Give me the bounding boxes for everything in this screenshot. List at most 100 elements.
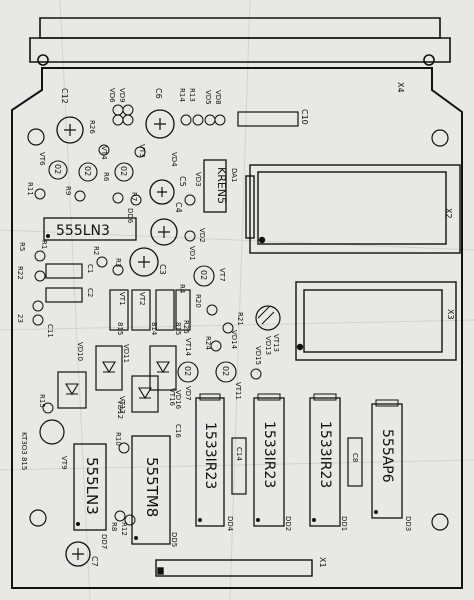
chip-dd4-notch [199,393,221,401]
label-vd8: VD8 [214,90,222,105]
label-r13: R13 [188,88,196,102]
label-vd1: VD1 [188,246,196,261]
label-vt14: VT14 [184,338,192,357]
chip-dd5-part: 555TM8 [143,457,161,517]
label-c6: C6 [154,88,163,99]
label-r23: 23 [16,314,24,323]
label-c10: C10 [300,109,309,125]
electrolytic-capacitors [56,109,178,567]
mark-815b: 815 [174,322,182,335]
diode-triangles [65,361,170,400]
chip-dd2-part: 1533IR23 [261,421,277,488]
chip-dd3-body [371,403,403,519]
chip-dd1-body [309,397,341,527]
label-vt3: VT3 [138,144,146,158]
chip-dd3-notch [375,399,399,407]
chip-dd4-body [195,397,225,527]
label-c2: C2 [86,288,94,297]
mark-kt: KT3O3 815 [20,432,28,470]
label-r15: R15 [38,394,46,408]
capacitor-c10-body [237,111,299,127]
label-r2: R2 [92,246,100,255]
label-r4: R4 [178,284,186,294]
transistor-bodies [109,289,191,331]
label-r11: R11 [26,182,34,196]
chip-dd2-body [253,397,285,527]
chip-dd2-ref: DD2 [284,516,292,531]
chip-dd5-ref: DD5 [170,532,178,547]
chip-dd5-body [131,435,171,545]
transistor-markings: 02 02 02 02 02 02 [53,164,230,376]
connector-x2 [245,164,461,254]
label-x1: X1 [318,557,327,568]
part-markings: 814 815 815 KT3O3 815 [20,322,182,470]
transistor-vt13 [255,305,281,331]
chip-dd3-ref: DD3 [404,516,412,531]
label-r3: R3 [114,258,122,267]
chip-dd2-notch [257,393,281,401]
label-vt11: VT11 [234,382,242,400]
capacitor-c8-body [347,437,363,487]
chip-dd7-part: 555LN3 [83,457,101,515]
label-c4: C4 [174,202,183,213]
label-c3: C3 [158,264,167,275]
chip-dd7-body [73,443,107,531]
label-vd3: VD3 [194,172,202,187]
capacitor-c1-body [45,263,83,279]
label-c8: C8 [351,453,359,462]
mark-815: 815 [116,322,124,335]
pin1-markers [76,510,378,540]
label-vt13: VT13 [272,334,280,352]
label-x4: X4 [396,82,405,93]
chip-dd4-ref: DD4 [226,516,234,532]
connector-x1 [155,559,313,577]
capacitor-c14-body [231,437,247,495]
mark-02-a: 02 [53,164,62,174]
label-r10: R10 [114,432,122,446]
plus-signs [64,118,170,560]
mark-02-b: 02 [83,166,92,176]
chip-dd6-ref: DD6 [126,208,134,224]
label-c7: C7 [90,556,99,567]
label-vt7: VT7 [218,268,226,282]
label-vd10: VD10 [76,342,84,361]
label-vd6: VD6 [108,88,116,103]
label-r21: R21 [236,312,244,326]
label-r22: R22 [16,266,24,280]
diode-labels: VD9 VD6 VD8 VD5 VD4 VD3 VD2 VD1 VD10 VD1… [76,88,272,419]
label-r20: R20 [194,294,202,308]
label-c14: C14 [235,447,243,461]
solder-pads [32,104,262,526]
vt13-hatch [257,305,275,325]
label-r5: R5 [18,242,26,251]
mark-814: 814 [150,322,158,336]
label-r1: R1 [40,240,48,249]
label-r8: R8 [110,522,118,531]
label-r26: R26 [88,120,96,134]
label-vd2: VD2 [198,228,206,243]
label-vt12: VT12 [118,396,126,414]
mark-02-e: 02 [183,366,192,376]
connector-x3 [295,281,457,361]
label-c5: C5 [178,176,187,187]
label-x3: X3 [446,309,455,320]
mark-02-c: 02 [119,166,128,176]
label-r24: R24 [204,336,212,350]
label-vd4: VD4 [170,152,178,167]
board-outline [11,67,463,589]
resistor-labels: R14 R13 R26 R11 R9 R6 R7 R1 R2 R3 R5 R22… [16,88,244,536]
transistor-kt303 [39,419,65,445]
label-x2: X2 [444,208,453,219]
chip-dd6-body [43,217,137,241]
label-vt6: VT6 [38,152,46,166]
mark-02-f: 02 [221,366,230,376]
label-vt2: VT2 [138,292,146,306]
label-r25: R25 [182,320,190,334]
label-vt16: VT16 [168,388,176,407]
transistor-labels: VT6 VT4 VT3 VT7 VT13 VT11 VT9 VT16 VT14 … [38,144,280,470]
label-vd15: VD15 [254,346,262,365]
label-c11: C11 [46,324,54,338]
